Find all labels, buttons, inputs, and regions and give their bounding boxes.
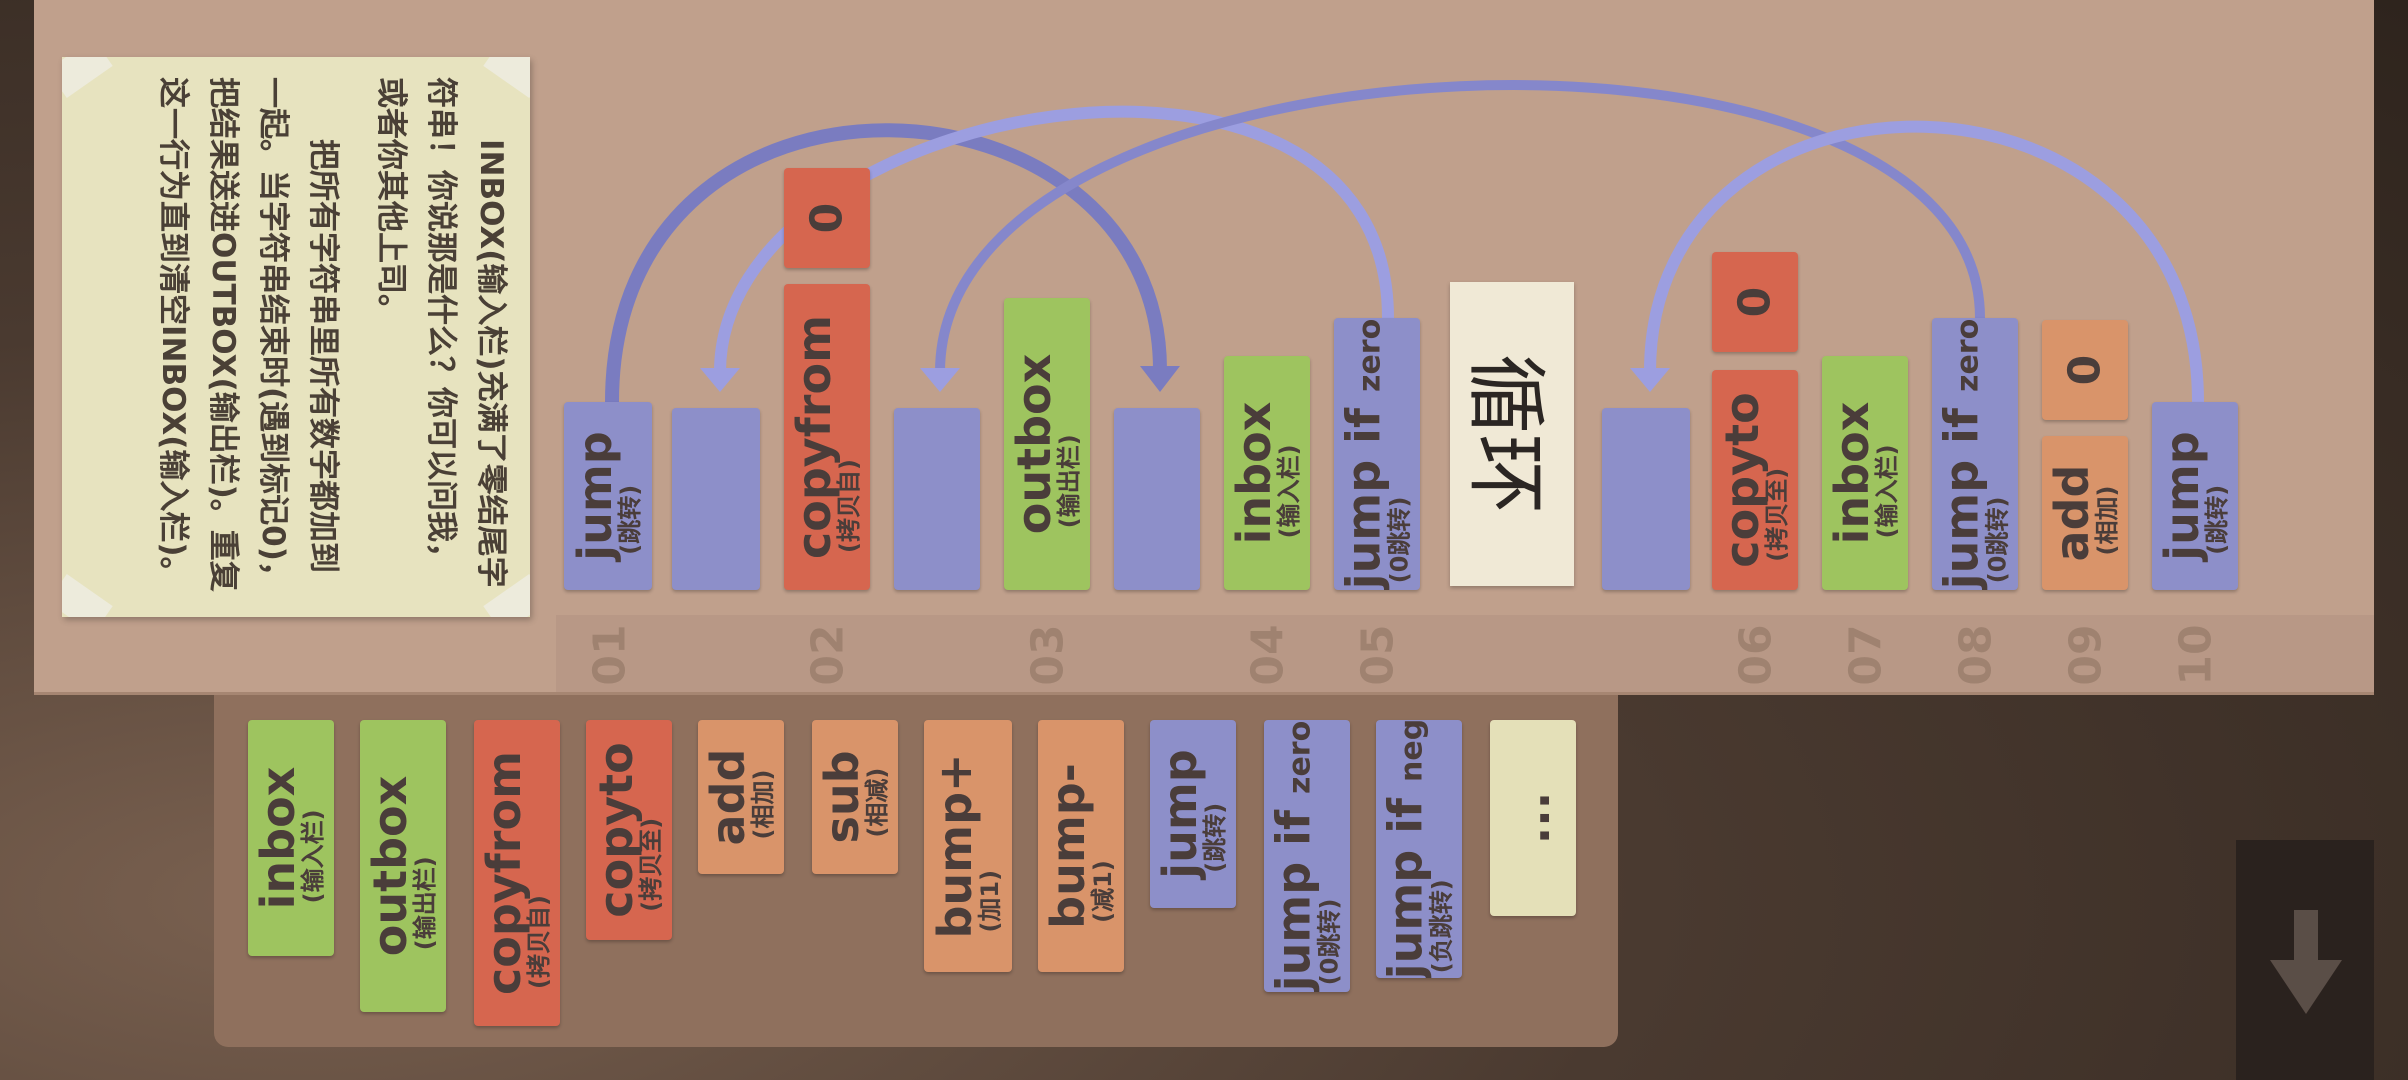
note-paragraph-1: INBOX(输入栏)充满了零结尾字符串！你说那是什么？你可以问我，或者你其他上司… — [373, 77, 509, 588]
cmd-condition: zero — [1352, 318, 1388, 393]
palette-sub[interactable]: sub(相减) — [812, 720, 898, 874]
program-outbox-03[interactable]: outbox(输出栏) — [1004, 298, 1090, 590]
program-jump-01[interactable]: jump(跳转) — [564, 402, 652, 590]
cmd-condition: zero — [1950, 318, 1986, 393]
loop-comment-label[interactable]: 循环 — [1450, 282, 1574, 586]
line-number: 01 — [584, 624, 636, 686]
program-copyto-arg[interactable]: 0 — [1712, 252, 1798, 352]
instruction-note: INBOX(输入栏)充满了零结尾字符串！你说那是什么？你可以问我，或者你其他上司… — [62, 57, 530, 617]
more-label: ... — [1506, 791, 1560, 845]
palette-outbox[interactable]: outbox(输出栏) — [360, 720, 446, 1012]
program-jump-10[interactable]: jump(跳转) — [2152, 402, 2238, 590]
cmd-label: jump if — [1934, 408, 1989, 590]
program-jump-if-zero-05[interactable]: jump if zero(0跳转) — [1334, 318, 1420, 590]
cmd-label: inbox — [251, 766, 305, 910]
program-jump-if-zero-08[interactable]: jump if zero(0跳转) — [1932, 318, 2018, 590]
line-number: 10 — [2170, 624, 2222, 686]
cmd-label: copyfrom — [477, 750, 531, 996]
cmd-label: jump — [1153, 749, 1207, 879]
line-number-strip — [556, 615, 2374, 692]
program-add-09[interactable]: add(相加) — [2042, 436, 2128, 590]
cmd-label: outbox — [363, 775, 417, 957]
palette-bump-minus[interactable]: bump-(减1) — [1038, 720, 1124, 972]
palette-jump-if-zero[interactable]: jump if zero(0跳转) — [1264, 720, 1350, 992]
scroll-down-button[interactable] — [2236, 840, 2374, 1080]
line-number: 08 — [1950, 624, 2002, 686]
jump-target[interactable] — [1602, 408, 1690, 590]
palette-copyto[interactable]: copyto(拷贝至) — [586, 720, 672, 940]
program-inbox-07[interactable]: inbox(输入栏) — [1822, 356, 1908, 590]
cmd-label: sub — [815, 750, 869, 844]
line-number: 04 — [1242, 624, 1294, 686]
arrow-down-icon — [2270, 910, 2342, 1014]
line-number: 07 — [1840, 624, 1892, 686]
palette-more[interactable]: ... — [1490, 720, 1576, 916]
cmd-label: jump if — [1336, 408, 1391, 590]
arg-value: 0 — [1729, 286, 1781, 318]
line-number: 03 — [1022, 624, 1074, 686]
palette-bump-plus[interactable]: bump+(加1) — [924, 720, 1012, 972]
cmd-label: inbox — [1825, 401, 1879, 545]
line-number: 09 — [2060, 624, 2112, 686]
palette-jump-if-neg[interactable]: jump if neg(负跳转) — [1376, 720, 1462, 978]
note-paragraph-2: 把所有字符串里所有数字都加到一起。当字符串结束时(遇到标记0)，把结果送进OUT… — [155, 77, 341, 592]
loop-label-text: 循环 — [1459, 354, 1552, 514]
cmd-condition: neg — [1394, 720, 1430, 782]
cmd-label: jump — [568, 431, 622, 561]
line-number: 05 — [1352, 624, 1404, 686]
program-copyfrom-arg[interactable]: 0 — [784, 168, 870, 268]
palette-inbox[interactable]: inbox(输入栏) — [248, 720, 334, 956]
line-number: 06 — [1730, 624, 1782, 686]
program-copyfrom-02[interactable]: copyfrom(拷贝自) — [784, 284, 870, 590]
note-text: INBOX(输入栏)充满了零结尾字符串！你说那是什么？你可以问我，或者你其他上司… — [76, 77, 516, 597]
program-inbox-04[interactable]: inbox(输入栏) — [1224, 356, 1310, 590]
program-add-arg[interactable]: 0 — [2042, 320, 2128, 420]
cmd-label: inbox — [1227, 401, 1281, 545]
cmd-label: jump if — [1378, 798, 1433, 978]
arg-value: 0 — [801, 202, 853, 234]
cmd-label: copyto — [1715, 392, 1769, 568]
cmd-label: add — [701, 748, 755, 846]
palette-copyfrom[interactable]: copyfrom(拷贝自) — [474, 720, 560, 1026]
line-number: 02 — [802, 624, 854, 686]
palette-jump[interactable]: jump(跳转) — [1150, 720, 1236, 908]
cmd-label: copyfrom — [787, 314, 841, 560]
jump-target[interactable] — [1114, 408, 1200, 590]
palette-add[interactable]: add(相加) — [698, 720, 784, 874]
cmd-label: copyto — [589, 742, 643, 918]
cmd-label: jump — [2155, 431, 2209, 561]
arg-value: 0 — [2059, 354, 2111, 386]
jump-target[interactable] — [672, 408, 760, 590]
cmd-label: bump- — [1041, 763, 1095, 929]
cmd-label: add — [2045, 464, 2099, 562]
jump-target[interactable] — [894, 408, 980, 590]
cmd-label: jump if — [1266, 810, 1321, 992]
cmd-label: outbox — [1007, 353, 1061, 535]
cmd-condition: zero — [1282, 720, 1318, 795]
cmd-label: bump+ — [928, 753, 982, 939]
program-copyto-06[interactable]: copyto(拷贝至) — [1712, 370, 1798, 590]
